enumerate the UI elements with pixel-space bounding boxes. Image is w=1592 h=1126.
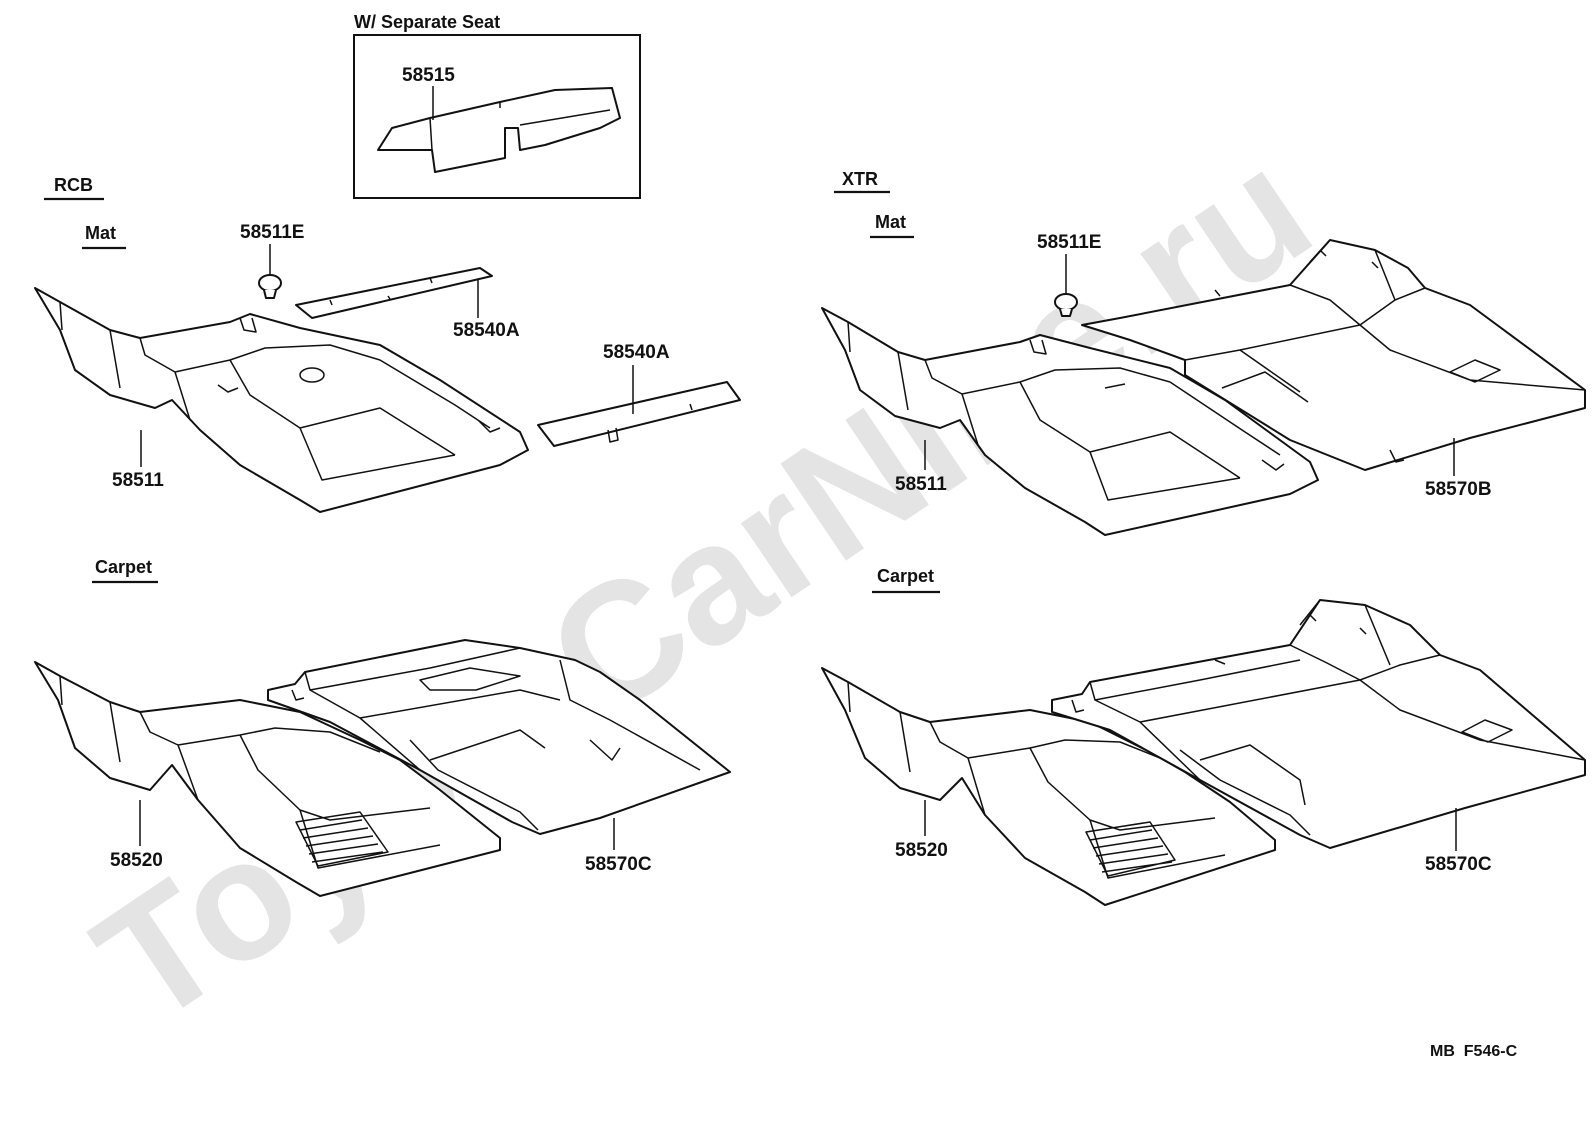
label-58540a-lower: 58540A bbox=[603, 342, 670, 363]
carpet-58520-left: 58520 bbox=[34, 661, 501, 897]
inset-title: W/ Separate Seat bbox=[354, 12, 500, 32]
section-mat-right: Mat bbox=[875, 212, 906, 232]
label-58570c-right: 58570C bbox=[1425, 854, 1492, 875]
mat-58511-right: 58511 bbox=[821, 307, 1319, 536]
diagram-code: MB F546-C bbox=[1430, 1043, 1518, 1060]
inset-frame bbox=[353, 34, 641, 199]
carpet-58570c-left: 58570C bbox=[267, 639, 731, 875]
label-58520-right: 58520 bbox=[895, 840, 948, 861]
carpet-58570c-right: 58570C bbox=[1051, 599, 1586, 875]
label-58511-left: 58511 bbox=[112, 470, 164, 491]
label-58515: 58515 bbox=[402, 65, 455, 86]
section-carpet-left: Carpet bbox=[95, 557, 152, 577]
part-58515-drawing bbox=[377, 87, 621, 173]
separate-seat-inset: W/ Separate Seat 58515 bbox=[353, 12, 641, 199]
clip-58511e-left: 58511E bbox=[240, 222, 304, 299]
strip-58540a-lower: 58540A bbox=[537, 342, 741, 447]
mat-58511-left: 58511 bbox=[34, 287, 529, 513]
label-58511e-left: 58511E bbox=[240, 222, 304, 243]
label-58520-left: 58520 bbox=[110, 850, 163, 871]
strip-58540a-upper: 58540A bbox=[295, 267, 520, 341]
section-rcb: RCB bbox=[54, 175, 93, 195]
carpet-58520-right: 58520 bbox=[821, 667, 1276, 906]
label-58570c-left: 58570C bbox=[585, 854, 652, 875]
mat-58570b-right: 58570B bbox=[1081, 239, 1586, 500]
section-mat-left: Mat bbox=[85, 223, 116, 243]
label-58511e-right: 58511E bbox=[1037, 232, 1101, 253]
section-xtr: XTR bbox=[842, 169, 878, 189]
label-58540a-upper: 58540A bbox=[453, 320, 520, 341]
label-58511-right: 58511 bbox=[895, 474, 947, 495]
watermark: ToyotaCarNine.ru bbox=[64, 113, 1342, 1061]
section-carpet-right: Carpet bbox=[877, 566, 934, 586]
clip-58511e-right: 58511E bbox=[1037, 232, 1101, 317]
label-58570b: 58570B bbox=[1425, 479, 1492, 500]
